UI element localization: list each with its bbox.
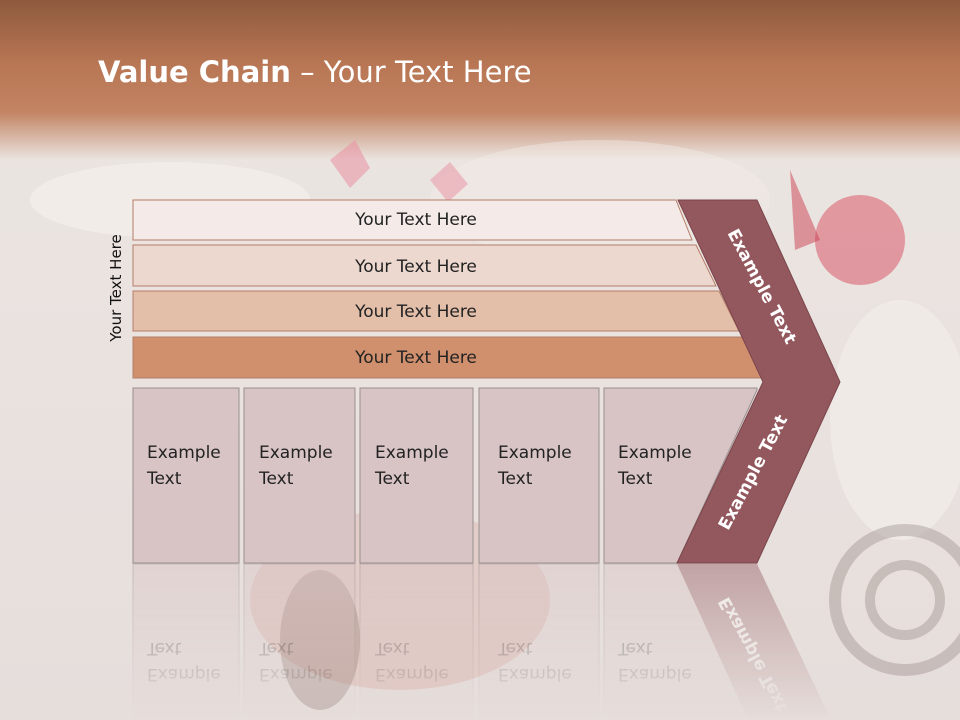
title-bold: Value Chain xyxy=(98,55,291,89)
activity-box-2-line2: Text xyxy=(258,469,294,489)
margin-chevron xyxy=(676,199,841,564)
support-bar-2-label: Your Text Here xyxy=(354,257,477,277)
activity-box-2-line1: Example xyxy=(259,443,333,463)
activity-box-3-line1: Example xyxy=(375,443,449,463)
svg-text:Text: Text xyxy=(617,638,653,658)
title-rest: – Your Text Here xyxy=(290,55,532,89)
support-bar-2 xyxy=(132,244,717,287)
activity-box-2 xyxy=(243,387,356,564)
activity-box-4 xyxy=(478,387,600,564)
header-band xyxy=(0,0,960,160)
activity-box-3-line2: Text xyxy=(374,469,410,489)
page-title: Value Chain – Your Text Here xyxy=(98,55,532,89)
svg-text:Example: Example xyxy=(618,664,692,684)
svg-text:Text: Text xyxy=(146,638,182,658)
activity-box-3 xyxy=(359,387,474,564)
svg-text:Example: Example xyxy=(498,664,572,684)
support-bar-4-label: Your Text Here xyxy=(354,348,477,368)
activity-box-1 xyxy=(132,387,240,564)
activity-box-1-line2: Text xyxy=(146,469,182,489)
svg-text:Text: Text xyxy=(258,638,294,658)
activity-box-5-line1: Example xyxy=(618,443,692,463)
activity-box-5 xyxy=(603,387,758,564)
support-bar-3-label: Your Text Here xyxy=(354,302,477,322)
activity-box-4-line1: Example xyxy=(498,443,572,463)
svg-text:Text: Text xyxy=(497,638,533,658)
diagram-reflection: Example Text Example Text Example Text Exam… xyxy=(132,563,831,720)
svg-text:Example: Example xyxy=(259,664,333,684)
activity-box-1-line1: Example xyxy=(147,443,221,463)
svg-text:Text: Text xyxy=(374,638,410,658)
support-bar-1 xyxy=(132,199,693,241)
svg-text:Example: Example xyxy=(147,664,221,684)
activity-box-4-line2: Text xyxy=(497,469,533,489)
activity-box-5-line2: Text xyxy=(617,469,653,489)
svg-text:Example: Example xyxy=(375,664,449,684)
support-bar-1-label: Your Text Here xyxy=(354,210,477,230)
